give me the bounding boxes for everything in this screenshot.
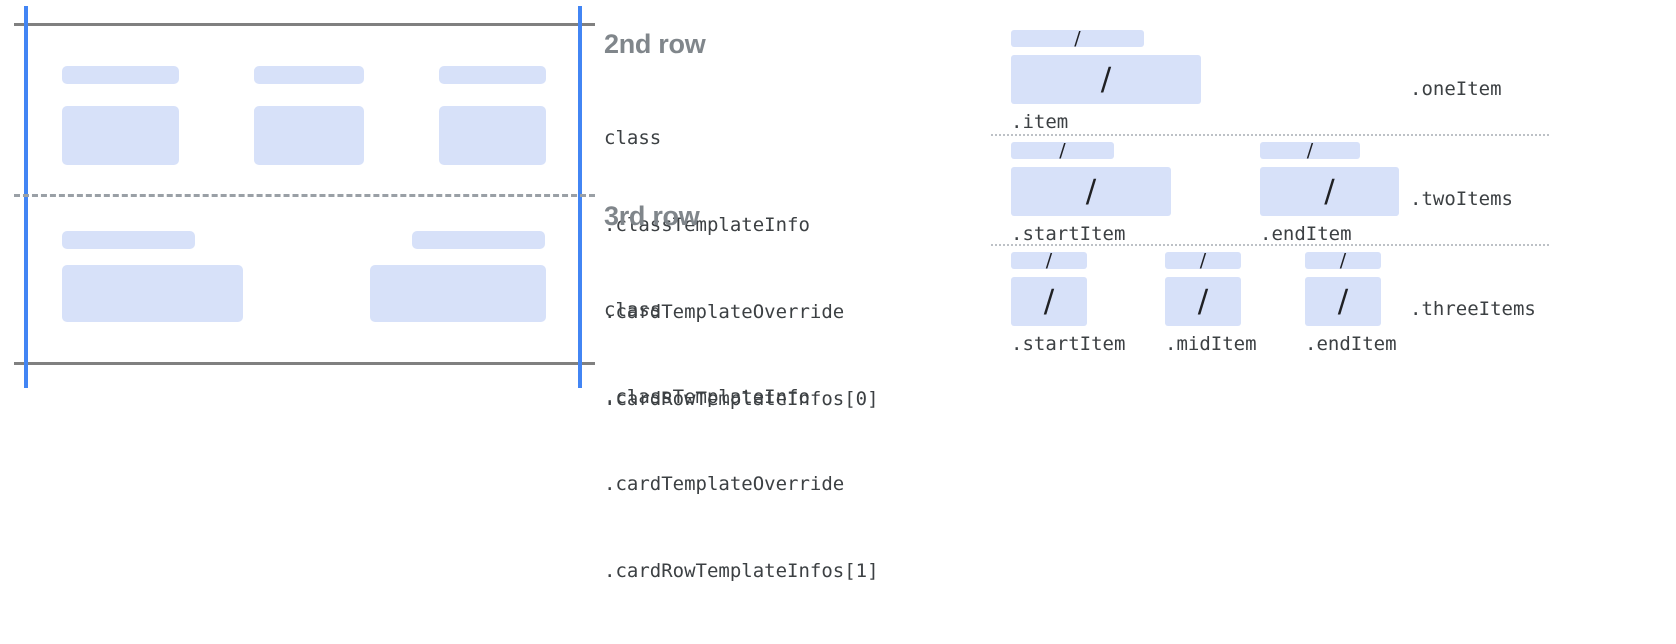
item-label: .item [1011,111,1069,133]
row-heading: 3rd row [604,201,700,231]
slash-icon: / [1324,173,1335,209]
item-title-placeholder: / [1011,30,1144,47]
slash-icon: / [1199,252,1207,269]
item-body-placeholder: / [1011,167,1171,216]
row2-item1-title-placeholder [62,66,179,84]
row-annotation-3rd-row: 3rd row class .classTemplateInfo .cardTe… [604,200,879,644]
variant-one-item: / / .item .oneItem [985,24,1676,136]
variant-two-items-column-1: / / .startItem [1011,142,1181,245]
variant-separator [991,244,1549,246]
row3-item2-title-placeholder [412,231,545,249]
item-title-placeholder: / [1165,252,1241,269]
code-line: .cardTemplateOverride [604,301,845,323]
code-line: .classTemplateInfo [604,386,810,408]
item-title-placeholder: / [1011,142,1114,159]
variant-two-items: / / .startItem / / .endItem .twoItems [985,136,1676,246]
code-line: .cardTemplateOverride [604,473,845,495]
code-line: .cardRowTemplateInfos[0] [604,388,879,410]
row2-item3-title-placeholder [439,66,546,84]
slash-icon: / [1197,283,1209,319]
row-code-path: class .classTemplateInfo .cardTemplateOv… [604,66,879,472]
slash-icon: / [1085,173,1097,209]
item-label: .startItem [1011,223,1126,245]
item-body-placeholder: / [1260,167,1399,216]
row2-item2-body-placeholder [254,106,364,165]
slash-icon: / [1074,30,1081,47]
card-bottom-boundary-line [14,362,595,365]
row2-item3-body-placeholder [439,106,546,165]
variant-three-items: / / .startItem / / .midItem / / .endItem [985,246,1676,358]
slash-icon: / [1339,252,1347,269]
row3-item1-body-placeholder [62,265,243,322]
row2-item2-title-placeholder [254,66,364,84]
item-label: .endItem [1260,223,1352,245]
code-line: class [604,299,662,321]
variant-name: .oneItem [1410,78,1502,100]
slash-icon: / [1043,283,1055,319]
item-title-placeholder: / [1011,252,1087,269]
variant-name: .threeItems [1410,298,1536,320]
variant-one-item-column-1: / / .item [1011,30,1201,133]
row-annotation-2nd-row: 2nd row class .classTemplateInfo .cardTe… [604,28,879,472]
variant-three-items-column-1: / / .startItem [1011,252,1171,355]
row-heading: 2nd row [604,29,706,59]
item-title-placeholder: / [1260,142,1360,159]
code-line: .classTemplateInfo [604,214,810,236]
row-annotations: 2nd row class .classTemplateInfo .cardTe… [600,0,980,582]
slash-icon: / [1306,142,1314,159]
row3-item2-body-placeholder [370,265,546,322]
item-body-placeholder: / [1305,277,1381,326]
item-body-placeholder: / [1011,277,1087,326]
code-line: .cardRowTemplateInfos[1] [604,560,879,582]
item-label: .startItem [1011,333,1126,355]
row-code-path: class .classTemplateInfo .cardTemplateOv… [604,238,879,644]
variant-three-items-column-3: / / .endItem [1305,252,1465,355]
card-left-guide-line [24,6,28,388]
slash-icon: / [1337,283,1349,319]
slash-icon: / [1045,252,1053,269]
code-line: class [604,127,662,149]
row3-item1-title-placeholder [62,231,195,249]
variant-three-items-column-2: / / .midItem [1165,252,1325,355]
card-right-guide-line [578,6,582,388]
item-body-placeholder: / [1011,55,1201,104]
item-title-placeholder: / [1305,252,1381,269]
card-top-boundary-line [14,23,595,26]
slash-icon: / [1100,61,1112,97]
card-preview-diagram [0,0,595,412]
variant-two-items-column-2: / / .endItem [1260,142,1430,245]
row2-item1-body-placeholder [62,106,179,165]
item-label: .midItem [1165,333,1257,355]
slash-icon: / [1059,142,1066,159]
item-variants-diagram: / / .item .oneItem / / .startItem / / [985,0,1676,412]
item-body-placeholder: / [1165,277,1241,326]
row-divider-line [14,194,595,197]
variant-separator [991,134,1549,136]
variant-name: .twoItems [1410,188,1513,210]
item-label: .endItem [1305,333,1397,355]
